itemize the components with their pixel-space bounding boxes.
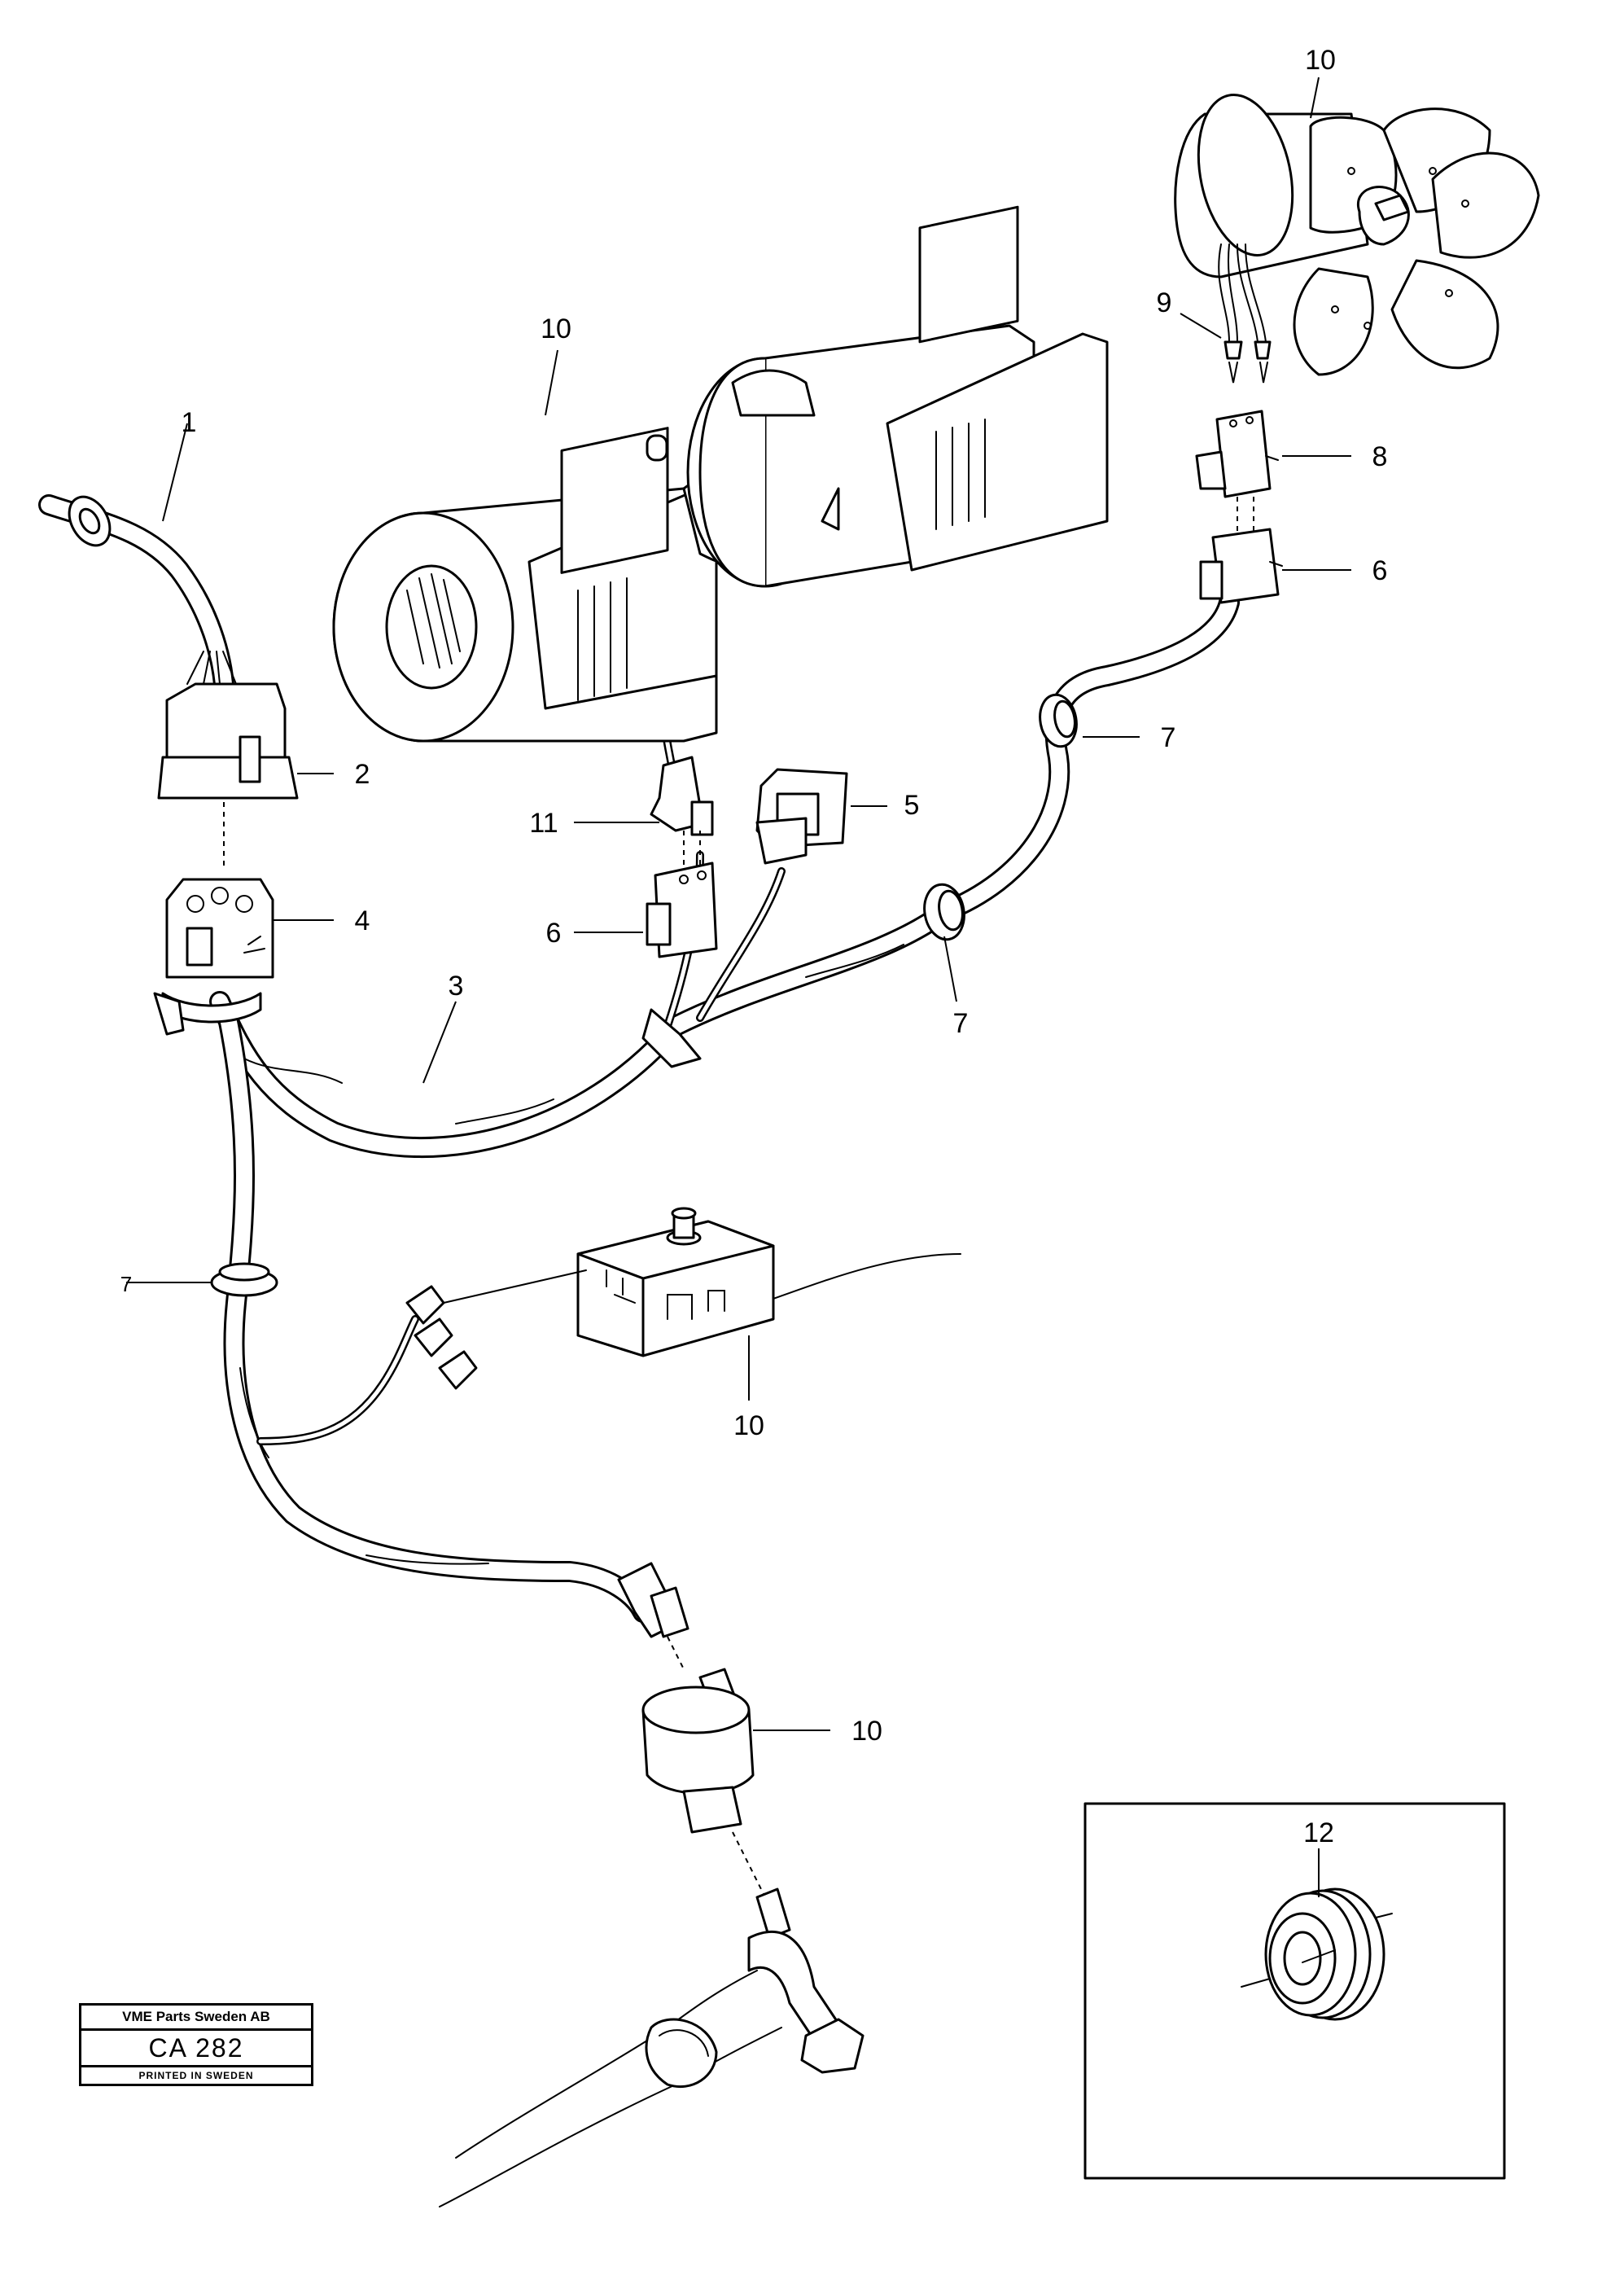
connector-8 <box>1195 410 1279 498</box>
fan-terminals-9 <box>1218 243 1272 384</box>
label-1: 1 <box>182 407 197 438</box>
connector-6-right <box>1199 528 1283 604</box>
stamp-printed: PRINTED IN SWEDEN <box>138 2070 254 2081</box>
stamp-code: CA 282 <box>81 2031 311 2067</box>
label-10-fan: 10 <box>1305 45 1336 76</box>
flat-terminals <box>405 1269 587 1390</box>
label-2: 2 <box>355 759 370 790</box>
label-11: 11 <box>529 808 558 839</box>
label-5: 5 <box>904 790 920 821</box>
label-9: 9 <box>1157 287 1172 318</box>
blower-unit <box>332 205 1109 743</box>
pressure-switch-middle <box>576 1207 961 1357</box>
harness-sleeve <box>641 1008 702 1068</box>
label-12: 12 <box>1303 1817 1334 1848</box>
stamp-company: VME Parts Sweden AB <box>81 2006 311 2031</box>
connector-8-6-guide <box>1237 497 1254 533</box>
label-4: 4 <box>355 905 370 936</box>
pressure-switch-lower-guide <box>732 1831 766 1898</box>
label-7-lower: 7 <box>120 1272 132 1296</box>
connector-11 <box>650 756 714 836</box>
connector-6-middle <box>646 861 718 958</box>
pressure-switch-lower <box>641 1668 755 1834</box>
label-10-blower: 10 <box>541 313 571 344</box>
bottom-connector-guide <box>667 1636 685 1670</box>
grommet-7-upper <box>1039 693 1078 748</box>
label-8: 8 <box>1372 441 1388 472</box>
label-10-switch: 10 <box>733 1410 764 1441</box>
fan-motor <box>1174 94 1540 376</box>
grommet-7-mid <box>923 883 965 941</box>
grommet-7-lower <box>210 1262 278 1297</box>
label-10-pressure: 10 <box>851 1716 882 1747</box>
bottom-connector <box>617 1562 689 1638</box>
title-stamp: VME Parts Sweden AB CA 282 PRINTED IN SW… <box>79 2003 313 2086</box>
label-3: 3 <box>449 971 464 1002</box>
label-7-mid: 7 <box>953 1008 969 1039</box>
label-7-upper: 7 <box>1161 722 1176 753</box>
connector-4 <box>153 878 274 1036</box>
connector-2-wires <box>186 651 237 685</box>
cable-1-grommet <box>68 495 112 547</box>
connector-5 <box>755 768 848 865</box>
pipe-fitting <box>439 1887 865 2207</box>
leader-lines <box>126 77 1351 1897</box>
label-6-middle: 6 <box>546 918 562 949</box>
connector-2 <box>157 682 299 800</box>
grommet-12 <box>1241 1887 1393 2021</box>
connector-11-6-guide <box>683 831 701 871</box>
label-6-right: 6 <box>1372 555 1388 586</box>
